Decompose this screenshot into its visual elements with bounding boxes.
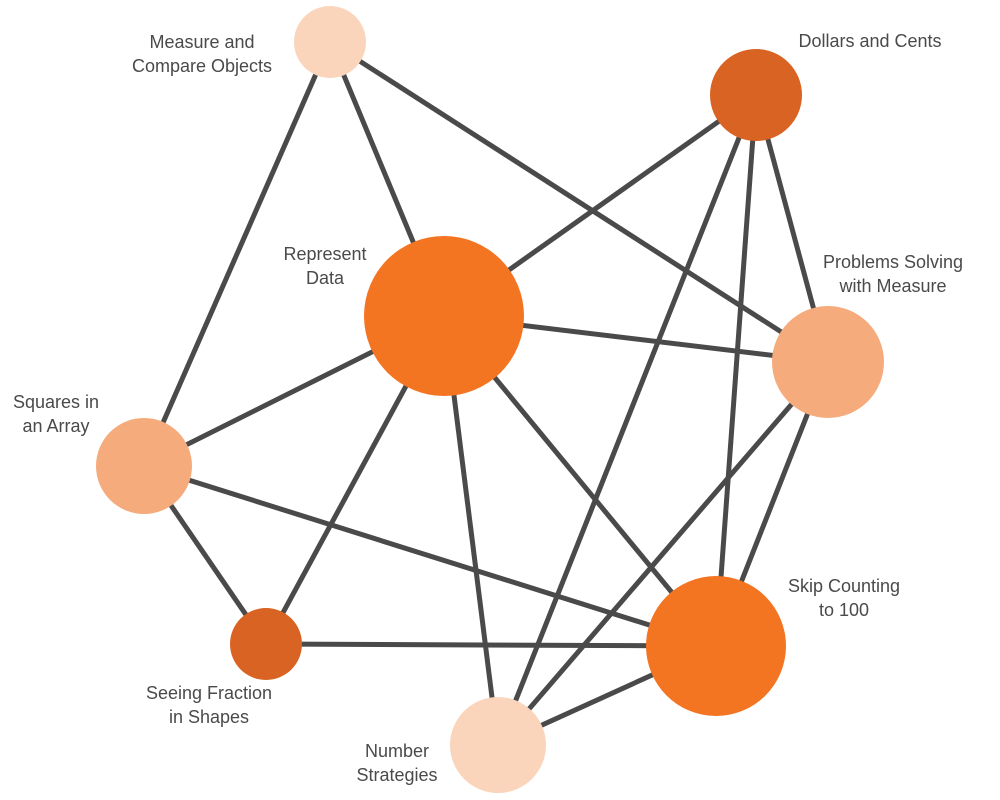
nodes-layer bbox=[96, 6, 884, 793]
node-label-skip: Skip Counting to 100 bbox=[788, 574, 900, 622]
node-label-line: Represent bbox=[283, 244, 367, 264]
node-label-dollars: Dollars and Cents bbox=[798, 29, 941, 53]
edge-seeing-skip bbox=[265, 641, 717, 649]
node-label-line: Compare Objects bbox=[131, 56, 273, 76]
node-label-line: Data bbox=[305, 268, 345, 288]
node-problems bbox=[772, 306, 884, 418]
node-label-seeing: Seeing Fraction in Shapes bbox=[146, 681, 272, 729]
node-label-line: to 100 bbox=[818, 600, 870, 620]
node-dollars bbox=[710, 49, 802, 141]
node-label-line: with Measure bbox=[839, 276, 947, 296]
node-label-line: Dollars and Cents bbox=[798, 31, 942, 51]
node-label-line: Skip Counting bbox=[787, 576, 901, 596]
edge-squares-skip bbox=[143, 463, 717, 649]
node-label-line: Number bbox=[364, 741, 430, 761]
edge-measure-squares bbox=[141, 40, 333, 468]
node-label-line: Squares in bbox=[12, 392, 100, 412]
node-label-line: Measure and bbox=[149, 32, 255, 52]
node-squares bbox=[96, 418, 192, 514]
node-seeing bbox=[230, 608, 302, 680]
node-label-line: Strategies bbox=[356, 765, 438, 785]
node-label-line: Seeing Fraction bbox=[145, 683, 273, 703]
edge-problems-number bbox=[496, 360, 830, 747]
node-label-squares: Squares in an Array bbox=[13, 390, 99, 438]
node-label-problems: Problems Solving with Measure bbox=[823, 250, 963, 298]
edge-dollars-number bbox=[495, 94, 759, 746]
node-skip bbox=[646, 576, 786, 716]
node-number bbox=[450, 697, 546, 793]
edge-dollars-skip bbox=[713, 94, 759, 647]
node-represent bbox=[364, 236, 524, 396]
node-label-line: an Array bbox=[22, 416, 90, 436]
node-measure bbox=[294, 6, 366, 78]
node-label-line: Problems Solving bbox=[822, 252, 964, 272]
node-label-line: in Shapes bbox=[168, 707, 250, 727]
edge-measure-problems bbox=[328, 39, 830, 365]
